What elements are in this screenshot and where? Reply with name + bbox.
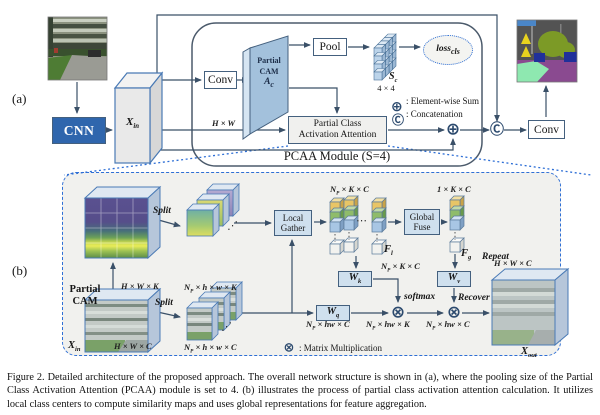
wk-box: Wk bbox=[338, 271, 372, 287]
partial-cam-heatmap bbox=[83, 185, 162, 260]
xin-stack-ellipsis: ⋰ bbox=[221, 320, 232, 333]
npkc-local-dim-label: NP × K × C bbox=[330, 184, 369, 197]
global-representation-fg bbox=[449, 195, 465, 253]
hwk-dim-label: H × W × K bbox=[121, 281, 159, 291]
xout-label: Xout bbox=[521, 346, 537, 360]
fl-label: Fl bbox=[384, 244, 393, 258]
wv-box: Wv bbox=[437, 271, 471, 287]
xin-tensor-b bbox=[83, 287, 162, 354]
np-hwk-sim-dim-label: NP × hw × K bbox=[366, 319, 410, 332]
sc-size-label: 4 × 4 bbox=[377, 83, 395, 93]
pool-box: Pool bbox=[313, 38, 347, 56]
xin-label-b: Xin bbox=[68, 340, 81, 354]
figure-caption: Figure 2. Detailed architecture of the p… bbox=[7, 372, 593, 410]
sum-legend-icon: ⊕ bbox=[391, 99, 403, 115]
partial-cam-label-b: Partial CAM bbox=[69, 284, 101, 307]
npkc-key-dim-label: NP × K × C bbox=[381, 261, 420, 274]
segmentation-output bbox=[516, 19, 578, 83]
loss-cls-node: losscls bbox=[423, 35, 473, 65]
panel-b-label: (b) bbox=[12, 263, 28, 278]
softmax-label: softmax bbox=[404, 292, 436, 302]
hw-dim-label: H × W bbox=[212, 118, 236, 128]
sc-label: Sc bbox=[389, 71, 398, 84]
zoom-leader-lines bbox=[63, 145, 592, 176]
connectors-a bbox=[74, 14, 549, 151]
wq-box: Wq bbox=[316, 305, 350, 321]
matmul-node-2: ⊗ bbox=[446, 302, 462, 323]
attention-box: Partial Class Activation Attention bbox=[288, 116, 387, 144]
split-label-xin: Split bbox=[155, 298, 173, 308]
sum-legend-text: : Element-wise Sum bbox=[406, 96, 479, 106]
split-label-cam: Split bbox=[153, 206, 171, 216]
cnn-box: CNN bbox=[52, 117, 106, 144]
conv1-box: Conv bbox=[204, 71, 237, 89]
concat-legend-icon: Ⓒ bbox=[392, 113, 405, 127]
panel-a-label: (a) bbox=[12, 91, 27, 106]
concatenation-node: Ⓒ bbox=[490, 122, 504, 138]
matmul-legend-icon: ⊗ bbox=[283, 340, 295, 356]
recover-label: Recover bbox=[458, 293, 490, 303]
fl-ellipsis: ⋯ bbox=[356, 214, 367, 227]
np-hwc-out-dim-label: NP × hw × C bbox=[426, 319, 470, 332]
local-class-centers-fl bbox=[329, 195, 387, 255]
cam-split-stack bbox=[186, 183, 240, 237]
partial-cam-label-a: Partial CAM Ac bbox=[257, 56, 281, 89]
input-photo bbox=[47, 16, 108, 81]
matmul-node-1: ⊗ bbox=[390, 302, 406, 323]
xout-tensor bbox=[490, 267, 570, 347]
hwc-dim-label: H × W × C bbox=[114, 341, 152, 351]
np-hwc-query-dim-label: NP × hw × C bbox=[306, 319, 350, 332]
kc-global-dim-label: 1 × K × C bbox=[437, 184, 471, 194]
xin-label-a: Xin bbox=[125, 116, 140, 131]
concat-legend-text: : Concatenation bbox=[406, 109, 463, 119]
np-hwk-dim-label: NP × h × w × K bbox=[184, 282, 237, 295]
pcaa-module-outline bbox=[191, 22, 483, 167]
matmul-legend-text: : Matrix Multiplication bbox=[299, 343, 382, 353]
pcaa-module-title: PCAA Module (S=4) bbox=[283, 149, 391, 163]
partial-cam-tensor-a bbox=[242, 35, 289, 140]
repeat-label: Repeat bbox=[482, 252, 509, 262]
hwc-out-dim-label: H × W × C bbox=[494, 258, 532, 268]
np-hwc-dim-label: NP × h × w × C bbox=[184, 342, 237, 355]
fg-label: Fg bbox=[461, 248, 472, 262]
conv2-box: Conv bbox=[528, 120, 565, 139]
elementwise-sum-node: ⊕ bbox=[445, 119, 461, 140]
xin-tensor-a bbox=[113, 71, 164, 165]
cam-stack-ellipsis: ⋰ bbox=[227, 219, 238, 232]
